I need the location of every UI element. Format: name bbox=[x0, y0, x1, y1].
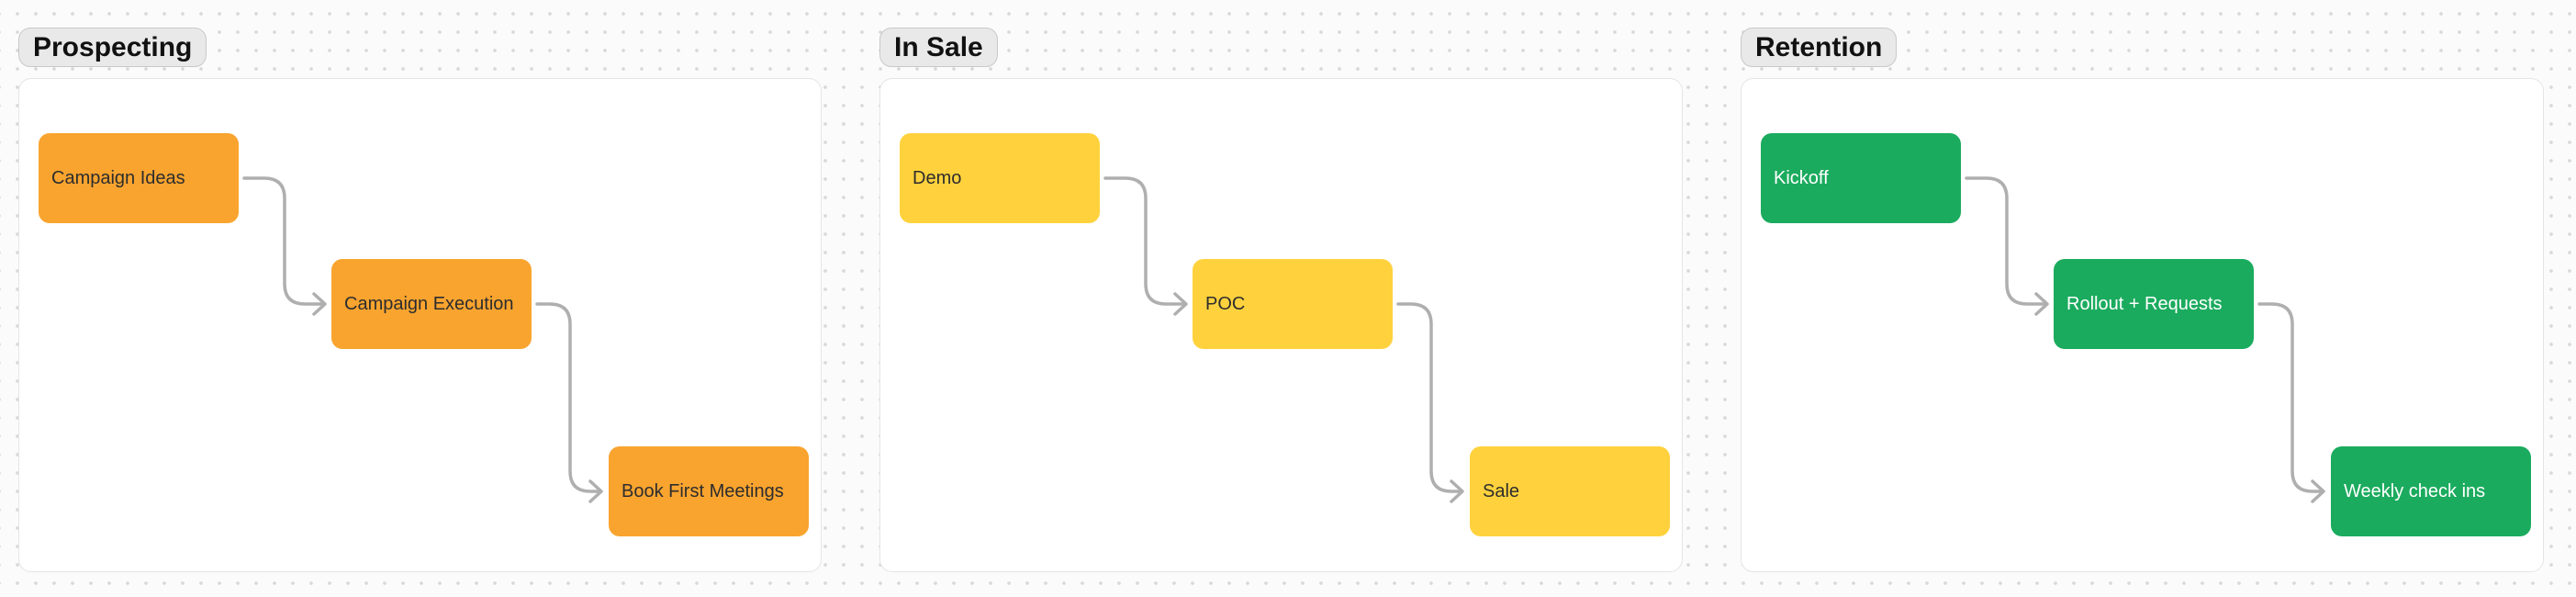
frame-group-retention: Retention Kickoff Rollout + Requests bbox=[1741, 0, 2544, 597]
node-campaign-execution[interactable]: Campaign Execution bbox=[331, 259, 532, 349]
flow-arrow[interactable] bbox=[535, 302, 603, 503]
node-label: Sale bbox=[1483, 481, 1520, 501]
frame-title-text: Prospecting bbox=[33, 31, 193, 62]
frame-title-text: Retention bbox=[1755, 31, 1883, 62]
node-label: Campaign Execution bbox=[344, 294, 514, 314]
node-sale[interactable]: Sale bbox=[1470, 446, 1670, 536]
connector-layer bbox=[1965, 176, 2325, 503]
node-label: Rollout + Requests bbox=[2066, 294, 2223, 314]
frame-title-prospecting[interactable]: Prospecting bbox=[18, 28, 207, 67]
connector-layer bbox=[242, 176, 603, 503]
node-label: Weekly check ins bbox=[2344, 481, 2486, 501]
node-campaign-ideas[interactable]: Campaign Ideas bbox=[39, 133, 239, 223]
flow-arrow[interactable] bbox=[1103, 176, 1188, 316]
node-label: Campaign Ideas bbox=[51, 168, 185, 188]
node-label: Kickoff bbox=[1774, 168, 1829, 188]
node-weekly-check-ins[interactable]: Weekly check ins bbox=[2331, 446, 2531, 536]
flow-arrow[interactable] bbox=[2257, 302, 2325, 503]
node-book-first-meetings[interactable]: Book First Meetings bbox=[609, 446, 809, 536]
frame-prospecting[interactable]: Campaign Ideas Campaign Execution Book F… bbox=[18, 78, 822, 572]
flow-arrow[interactable] bbox=[1965, 176, 2049, 316]
frame-group-prospecting: Prospecting Campaign Ideas Campaign Exec… bbox=[18, 0, 822, 597]
frame-title-in-sale[interactable]: In Sale bbox=[879, 28, 998, 67]
node-kickoff[interactable]: Kickoff bbox=[1761, 133, 1961, 223]
node-rollout-requests[interactable]: Rollout + Requests bbox=[2054, 259, 2254, 349]
node-label: Demo bbox=[913, 168, 962, 188]
frame-in-sale[interactable]: Demo POC Sale bbox=[879, 78, 1683, 572]
flow-arrow[interactable] bbox=[1396, 302, 1464, 503]
frame-group-in-sale: In Sale Demo POC Sale bbox=[879, 0, 1683, 597]
flow-arrow[interactable] bbox=[242, 176, 327, 316]
frame-title-retention[interactable]: Retention bbox=[1741, 28, 1898, 67]
frame-title-text: In Sale bbox=[894, 31, 983, 62]
node-demo[interactable]: Demo bbox=[900, 133, 1100, 223]
node-label: Book First Meetings bbox=[622, 481, 784, 501]
node-poc[interactable]: POC bbox=[1193, 259, 1393, 349]
connector-layer bbox=[1103, 176, 1464, 503]
frame-retention[interactable]: Kickoff Rollout + Requests Weekly check … bbox=[1741, 78, 2544, 572]
node-label: POC bbox=[1205, 294, 1246, 314]
